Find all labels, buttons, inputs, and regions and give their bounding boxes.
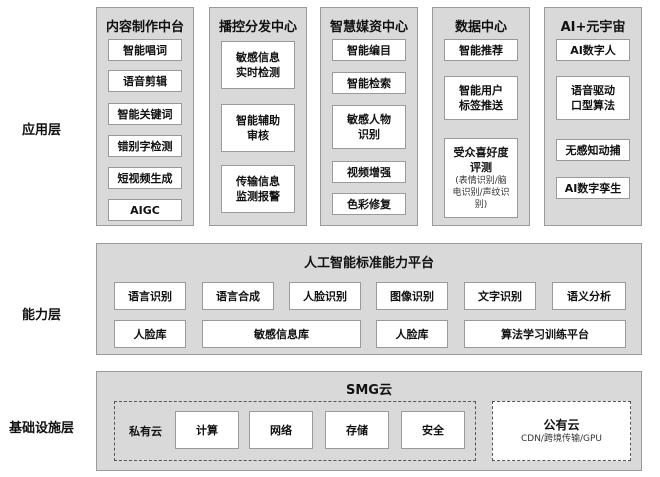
capability-box: 敏感信息库: [202, 320, 361, 348]
column-data-center: 数据中心 智能推荐 智能用户 标签推送 受众喜好度 评测 (表情识别/脑 电识别…: [432, 7, 530, 226]
infra-box: 存储: [325, 411, 389, 449]
app-box: 语音驱动 口型算法: [556, 76, 630, 120]
public-cloud-box: 公有云 CDN/跨境传输/GPU: [492, 401, 631, 461]
app-box: AI数字孪生: [556, 177, 630, 199]
app-box: 智能关键词: [108, 103, 182, 125]
infra-box: 安全: [401, 411, 465, 449]
app-box: 视频增强: [332, 161, 406, 183]
capability-box: 文字识别: [464, 282, 536, 310]
app-box: AI数字人: [556, 39, 630, 61]
app-box: 语音剪辑: [108, 70, 182, 92]
app-box-title: 受众喜好度 评测: [453, 146, 509, 174]
capability-title: 人工智能标准能力平台: [303, 256, 434, 271]
app-box: 传输信息 监测报警: [221, 165, 295, 213]
capability-box: 语言合成: [202, 282, 274, 310]
capability-box: 图像识别: [376, 282, 448, 310]
public-cloud-label: 公有云: [543, 417, 580, 432]
infra-box: 网络: [249, 411, 313, 449]
app-box: 智能检索: [332, 72, 406, 94]
layer-label-infrastructure: 基础设施层: [9, 421, 75, 436]
app-box: 敏感人物 识别: [332, 105, 406, 149]
capability-box: 语言识别: [114, 282, 186, 310]
app-box-audience: 受众喜好度 评测 (表情识别/脑 电识别/声纹识 别): [444, 138, 518, 218]
app-box: 智能辅助 审核: [221, 104, 295, 152]
infrastructure-panel: SMG云 私有云 计算 网络 存储 安全 公有云 CDN/跨境传输/GPU: [96, 371, 642, 471]
column-content-production: 内容制作中台 智能唱词 语音剪辑 智能关键词 错别字检测 短视频生成 AIGC: [96, 7, 194, 226]
column-broadcast-distribution: 播控分发中心 敏感信息 实时检测 智能辅助 审核 传输信息 监测报警: [209, 7, 307, 226]
layer-label-application: 应用层: [22, 123, 62, 138]
infra-box: 计算: [175, 411, 239, 449]
app-box: 智能用户 标签推送: [444, 76, 518, 120]
column-media-assets: 智慧媒资中心 智能编目 智能检索 敏感人物 识别 视频增强 色彩修复: [320, 7, 418, 226]
column-title: 智慧媒资中心: [329, 20, 408, 35]
capability-box: 人脸库: [114, 320, 186, 348]
capability-panel: 人工智能标准能力平台 语言识别 语言合成 人脸识别 图像识别 文字识别 语义分析…: [96, 243, 642, 355]
app-box: 色彩修复: [332, 193, 406, 215]
app-box: 短视频生成: [108, 167, 182, 189]
capability-box: 语义分析: [552, 282, 626, 310]
capability-box: 人脸库: [376, 320, 448, 348]
infrastructure-title: SMG云: [346, 383, 392, 398]
app-box: 敏感信息 实时检测: [221, 41, 295, 89]
column-title: AI+元宇宙: [560, 20, 626, 35]
capability-box: 人脸识别: [289, 282, 361, 310]
layer-label-capability: 能力层: [22, 308, 62, 323]
capability-box: 算法学习训练平台: [464, 320, 626, 348]
private-cloud-group: 私有云 计算 网络 存储 安全: [114, 401, 476, 461]
app-box: 智能唱词: [108, 39, 182, 61]
public-cloud-sub: CDN/跨境传输/GPU: [520, 433, 602, 444]
column-ai-metaverse: AI+元宇宙 AI数字人 语音驱动 口型算法 无感知动捕 AI数字孪生: [544, 7, 642, 226]
app-box-subtitle: (表情识别/脑 电识别/声纹识 别): [452, 176, 510, 210]
app-box: 智能推荐: [444, 39, 518, 61]
app-box: 智能编目: [332, 39, 406, 61]
private-cloud-label: 私有云: [129, 425, 162, 438]
column-title: 播控分发中心: [218, 20, 297, 35]
column-title: 数据中心: [454, 20, 507, 35]
column-title: 内容制作中台: [105, 20, 184, 35]
app-box: 错别字检测: [108, 135, 182, 157]
app-box: AIGC: [108, 199, 182, 221]
app-box: 无感知动捕: [556, 139, 630, 161]
